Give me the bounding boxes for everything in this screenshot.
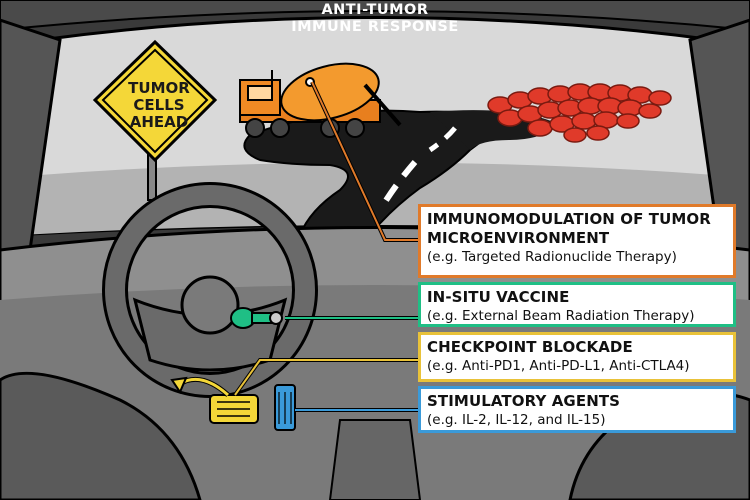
immunomodulation-heading-line2: MICROENVIRONMENT bbox=[427, 229, 610, 247]
ignition-key-icon bbox=[230, 307, 283, 329]
stimulatory-example: (e.g. IL-2, IL-12, and IL-15) bbox=[427, 412, 606, 428]
vaccine-example: (e.g. External Beam Radiation Therapy) bbox=[427, 308, 695, 324]
diagram-title: ANTI-TUMOR IMMUNE RESPONSE bbox=[255, 2, 495, 36]
stimulatory-heading: STIMULATORY AGENTS bbox=[427, 392, 621, 410]
connector-immuno bbox=[311, 81, 420, 241]
title-line1: ANTI-TUMOR bbox=[321, 2, 429, 18]
immunomodulation-example: (e.g. Targeted Radionuclide Therapy) bbox=[427, 249, 677, 265]
lane-dash-bottom bbox=[377, 160, 418, 212]
connector-checkpoint bbox=[234, 359, 420, 396]
immunomodulation-heading-line1: IMMUNOMODULATION OF TUMOR bbox=[427, 210, 711, 228]
brake-pedal-icon bbox=[170, 376, 259, 424]
road bbox=[243, 109, 513, 236]
immunomodulation-box: IMMUNOMODULATION OF TUMOR MICROENVIRONME… bbox=[418, 204, 736, 278]
in-situ-vaccine-box: IN-SITU VACCINE (e.g. External Beam Radi… bbox=[418, 282, 736, 327]
gas-pedal-icon bbox=[274, 384, 296, 431]
checkpoint-heading: CHECKPOINT BLOCKADE bbox=[427, 338, 633, 356]
sign-line1: TUMOR bbox=[128, 79, 190, 97]
vaccine-heading: IN-SITU VACCINE bbox=[427, 288, 570, 306]
left-seat bbox=[0, 371, 202, 500]
stimulatory-agents-box: STIMULATORY AGENTS (e.g. IL-2, IL-12, an… bbox=[418, 386, 736, 433]
warning-sign-text: TUMOR CELLS AHEAD bbox=[104, 80, 214, 131]
warning-sign-icon bbox=[92, 39, 218, 163]
tumor-cells-icon bbox=[487, 83, 672, 143]
center-console bbox=[328, 419, 422, 500]
sign-line2: CELLS bbox=[133, 96, 185, 114]
checkpoint-example: (e.g. Anti-PD1, Anti-PD-L1, Anti-CTLA4) bbox=[427, 358, 690, 374]
sign-line3: AHEAD bbox=[129, 113, 189, 131]
checkpoint-blockade-box: CHECKPOINT BLOCKADE (e.g. Anti-PD1, Anti… bbox=[418, 332, 736, 382]
title-line2: IMMUNE RESPONSE bbox=[291, 19, 459, 35]
roof bbox=[0, 0, 750, 32]
lane-dash-top bbox=[428, 126, 457, 153]
